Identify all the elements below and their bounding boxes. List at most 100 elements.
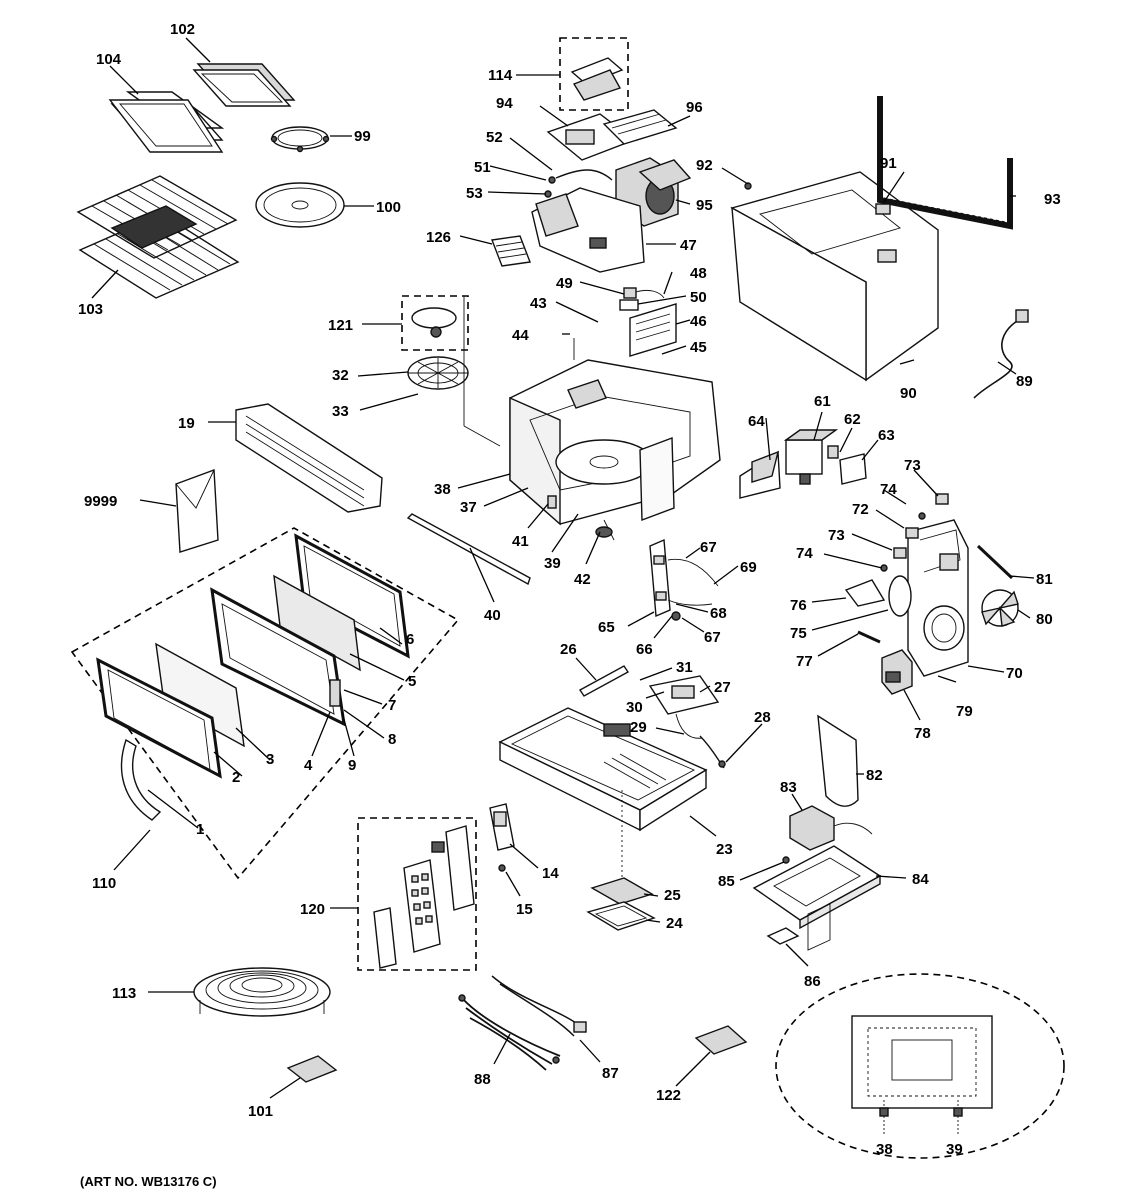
- grease-filter-104: [108, 91, 225, 153]
- art-number: (ART NO. WB13176 C): [80, 1174, 217, 1189]
- callout-4: 4: [304, 757, 313, 774]
- filter-24: [586, 901, 656, 931]
- turntable-tray-100: [255, 182, 345, 228]
- callout-126: 126: [426, 229, 451, 246]
- callout-113: 113: [112, 985, 136, 1002]
- callout-53: 53: [466, 185, 483, 202]
- callout-87: 87: [602, 1065, 619, 1082]
- callout-23: 23: [716, 841, 733, 858]
- callout-40: 40: [484, 607, 501, 624]
- callout-73b: 73: [828, 527, 845, 544]
- door-glass-5: [273, 574, 361, 672]
- callout-73: 73: [904, 457, 921, 474]
- callout-88: 88: [474, 1071, 491, 1088]
- callout-68: 68: [710, 605, 727, 622]
- diode-76: [844, 579, 886, 607]
- wire-harness-87: [491, 975, 587, 1037]
- callout-3: 3: [266, 751, 274, 768]
- callout-61: 61: [814, 393, 831, 410]
- wire-harness-88: [458, 994, 561, 1071]
- callout-81: 81: [1036, 571, 1053, 588]
- callout-91: 91: [880, 155, 897, 172]
- callout-48: 48: [690, 265, 707, 282]
- envelope-101: [286, 1055, 338, 1083]
- stirrer-cover-121: [411, 307, 457, 338]
- callout-28: 28: [754, 709, 771, 726]
- vent-126: [491, 235, 531, 267]
- oven-cavity: [509, 338, 721, 541]
- group-box-120: [357, 817, 477, 971]
- callout-84: 84: [912, 871, 929, 888]
- coil-113: [193, 967, 331, 1017]
- wire-28: [699, 735, 726, 769]
- callout-39: 39: [544, 555, 561, 572]
- grille-96: [602, 109, 678, 145]
- callout-99: 99: [354, 128, 371, 145]
- callout-19: 19: [178, 415, 195, 432]
- transformer-78: [881, 649, 913, 695]
- callout-114: 114: [488, 67, 513, 84]
- motor-base-47: [531, 187, 645, 273]
- fuse-77: [857, 630, 881, 644]
- callout-6: 6: [406, 631, 414, 648]
- callout-38b: 38: [876, 1141, 893, 1158]
- callout-74: 74: [880, 481, 897, 498]
- callout-49: 49: [556, 275, 573, 292]
- callout-26: 26: [560, 641, 577, 658]
- callout-47: 47: [680, 237, 697, 254]
- plate-86: [766, 927, 800, 945]
- vent-grille-114: [570, 57, 624, 101]
- callout-41: 41: [512, 533, 529, 550]
- callout-39b: 39: [946, 1141, 963, 1158]
- screws-91-92: [744, 182, 891, 215]
- outer-case-90: [730, 171, 939, 382]
- capacitor-75: [888, 575, 912, 617]
- envelope-9999: [175, 469, 219, 553]
- detail-view: [775, 973, 1065, 1159]
- callout-30: 30: [626, 699, 643, 716]
- control-panel-120: [373, 825, 475, 969]
- callout-69: 69: [740, 559, 757, 576]
- callout-25: 25: [664, 887, 681, 904]
- group-box-114: [559, 37, 629, 111]
- callout-42: 42: [574, 571, 591, 588]
- door-frame-6: [294, 533, 410, 659]
- charcoal-filter-102: [192, 63, 296, 107]
- door-panel-4: [210, 587, 346, 727]
- envelope-122: [694, 1025, 748, 1055]
- callout-85: 85: [718, 873, 735, 890]
- callout-44: 44: [512, 327, 529, 344]
- callout-37: 37: [460, 499, 477, 516]
- oven-racks-103: [76, 175, 240, 299]
- callout-86: 86: [804, 973, 821, 990]
- callout-120: 120: [300, 901, 325, 918]
- callout-51: 51: [474, 159, 491, 176]
- callout-89: 89: [1016, 373, 1033, 390]
- vent-grille-19: [235, 403, 383, 513]
- callout-50: 50: [690, 289, 707, 306]
- callout-45: 45: [690, 339, 707, 356]
- callout-38: 38: [434, 481, 451, 498]
- callout-82: 82: [866, 767, 883, 784]
- callout-67b: 67: [704, 629, 721, 646]
- door-handle-1: [120, 738, 162, 821]
- mounting-plate-93: [877, 96, 1013, 230]
- callout-92: 92: [696, 157, 713, 174]
- cover-25: [590, 877, 654, 905]
- callout-70: 70: [1006, 665, 1023, 682]
- callout-121: 121: [328, 317, 353, 334]
- wire-harness-51: [544, 169, 613, 198]
- callout-74b: 74: [796, 545, 813, 562]
- thermostat-62: [827, 445, 839, 459]
- duct-64: [739, 450, 781, 499]
- hinge-26: [578, 665, 630, 697]
- transformer-83: [789, 805, 873, 851]
- callout-46: 46: [690, 313, 707, 330]
- latch-board-65: [649, 538, 719, 621]
- callout-43: 43: [530, 295, 547, 312]
- magnetron-61: [783, 429, 839, 485]
- callout-31: 31: [676, 659, 693, 676]
- callout-79: 79: [956, 703, 973, 720]
- fan-ring: [923, 605, 965, 651]
